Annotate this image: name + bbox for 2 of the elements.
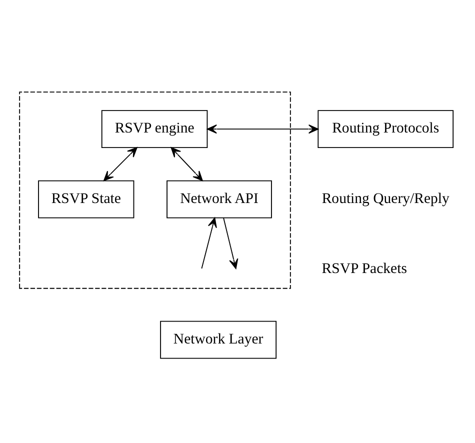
label: RSVP Packets [322, 261, 407, 278]
label: Routing Query/Reply [322, 190, 450, 207]
